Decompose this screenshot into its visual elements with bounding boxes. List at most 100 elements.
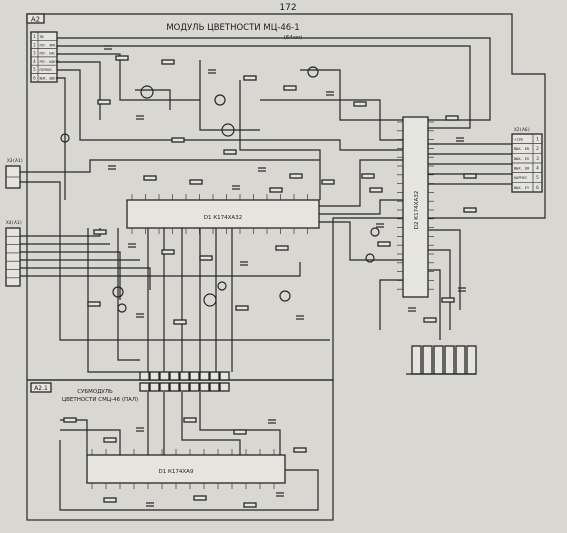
bridge-pin-top — [179, 371, 190, 381]
bridge-pin-top — [189, 371, 200, 381]
submodule-ref-box — [30, 382, 52, 393]
resistor-symbol — [103, 437, 117, 443]
resistor-symbol — [223, 149, 237, 155]
connector-x1-label: ЗВ — [40, 35, 44, 39]
interconnect-pins — [139, 371, 230, 392]
module-ref: A2 — [31, 16, 40, 24]
connector-x1-label: ВЫХ. ЦВЕТ — [40, 77, 58, 81]
ic-d2-label: D2 К174ХА32 — [414, 191, 420, 229]
connector-x2-pin: 5 — [536, 175, 539, 181]
resistor-symbol — [199, 255, 213, 261]
resistor-symbol — [243, 75, 257, 81]
resistor-symbol — [161, 249, 175, 255]
connector-x2-label: КОРПУС — [514, 176, 527, 180]
resistor-symbol — [93, 229, 107, 235]
connector-x1-pin: 5 — [33, 67, 36, 72]
bridge-pin-top — [149, 371, 160, 381]
connector-x2-pin: 3 — [536, 156, 539, 162]
resistor-symbol — [87, 301, 101, 307]
bridge-pin-top — [159, 371, 170, 381]
submodule-title-line2: ЦВЕТНОСТИ СМЦ-46 (ПАЛ) — [62, 397, 138, 403]
submodule-ref: A2.1 — [34, 385, 48, 392]
module-outline — [26, 13, 546, 381]
page-number: 172 — [279, 3, 296, 13]
connector-x4-ref: X4(А1) — [6, 220, 22, 226]
connector-x1-label: ПЕРЕКЛ. — [40, 68, 54, 72]
terminal-cell — [433, 345, 444, 375]
bridge-pin-bottom — [179, 382, 190, 392]
bridge-pin-top — [219, 371, 230, 381]
connector-x2-label: +12В — [514, 138, 523, 142]
bridge-pin-top — [139, 371, 150, 381]
resistor-symbol — [321, 179, 335, 185]
module-ref-box — [26, 13, 45, 24]
bridge-pin-bottom — [149, 382, 160, 392]
resistor-symbol — [289, 173, 303, 179]
ic-d2: D2 К174ХА32 — [397, 116, 434, 298]
resistor-symbol — [293, 447, 307, 453]
resistor-symbol — [193, 495, 207, 501]
bridge-pin-top — [209, 371, 220, 381]
terminal-cell — [444, 345, 455, 375]
bridge-pin-top — [199, 371, 210, 381]
resistor-symbol — [97, 99, 111, 105]
connector-x2-pin: 2 — [536, 146, 539, 152]
resistor-symbol — [441, 297, 455, 303]
terminal-cell — [466, 345, 477, 375]
resistor-symbol — [161, 59, 175, 65]
resistor-symbol — [189, 179, 203, 185]
ic-d1-label: D1 К174ХА32 — [204, 215, 242, 221]
resistor-symbol — [361, 173, 375, 179]
resistor-symbol — [63, 417, 77, 423]
terminal-cell — [411, 345, 422, 375]
resistor-symbol — [243, 502, 257, 508]
wiring — [20, 37, 512, 511]
connector-x1-pin: 6 — [33, 76, 36, 81]
resistor-symbol — [235, 305, 249, 311]
resistor-symbol — [115, 55, 129, 61]
bridge-pin-bottom — [159, 382, 170, 392]
connector-x1-label: РЕГ. НАС. — [40, 52, 58, 56]
connector-x3-ref: X3(А1) — [7, 158, 23, 164]
connector-x2-label: ВЫХ. ЕG — [514, 157, 529, 161]
resistor-symbol — [143, 175, 157, 181]
resistor-symbol — [173, 319, 187, 325]
connector-x1-label: РЕГ. ЯРК. — [40, 43, 58, 47]
submodule-title-line1: СУБМОДУЛЬ — [77, 389, 113, 395]
connector-x1-pin: 2 — [33, 42, 36, 47]
resistor-symbol — [353, 101, 367, 107]
connector-x2-pin: 6 — [536, 185, 539, 191]
connector-x1-pin: 3 — [33, 51, 36, 56]
resistor-symbol — [377, 241, 391, 247]
terminal-cell — [455, 345, 466, 375]
connector-x2-label: ВЫХ. ЕR — [514, 147, 530, 151]
connector-x1-label: РЕГ. КОНТР. — [40, 60, 62, 64]
resistor-symbol — [233, 429, 247, 435]
connector-x1-pin: 1 — [33, 34, 36, 39]
bridge-pin-top — [169, 371, 180, 381]
passive-components — [63, 45, 477, 508]
resistor-symbol — [445, 115, 459, 121]
connector-x2-pin: 4 — [536, 165, 539, 171]
connector-x4: X4(А1) — [5, 220, 22, 287]
resistor-symbol — [275, 245, 289, 251]
resistor-symbol — [171, 137, 185, 143]
connector-x2-ref: X2(A6) — [514, 127, 530, 133]
test-points — [60, 66, 380, 313]
bridge-pin-bottom — [139, 382, 150, 392]
resistor-symbol — [369, 187, 383, 193]
bridge-pin-bottom — [219, 382, 230, 392]
terminal-strip — [406, 345, 477, 375]
module-title: МОДУЛЬ ЦВЕТНОСТИ МЦ-46-1 — [166, 23, 299, 33]
ic-submodule: D1 К174ХА9 — [86, 449, 286, 489]
resistor-symbol — [283, 85, 297, 91]
resistor-symbol — [463, 173, 477, 179]
transistor-symbols — [112, 85, 235, 307]
bridge-pin-bottom — [189, 382, 200, 392]
terminal-cell — [422, 345, 433, 375]
bridge-pin-bottom — [169, 382, 180, 392]
resistor-symbol — [183, 417, 197, 423]
